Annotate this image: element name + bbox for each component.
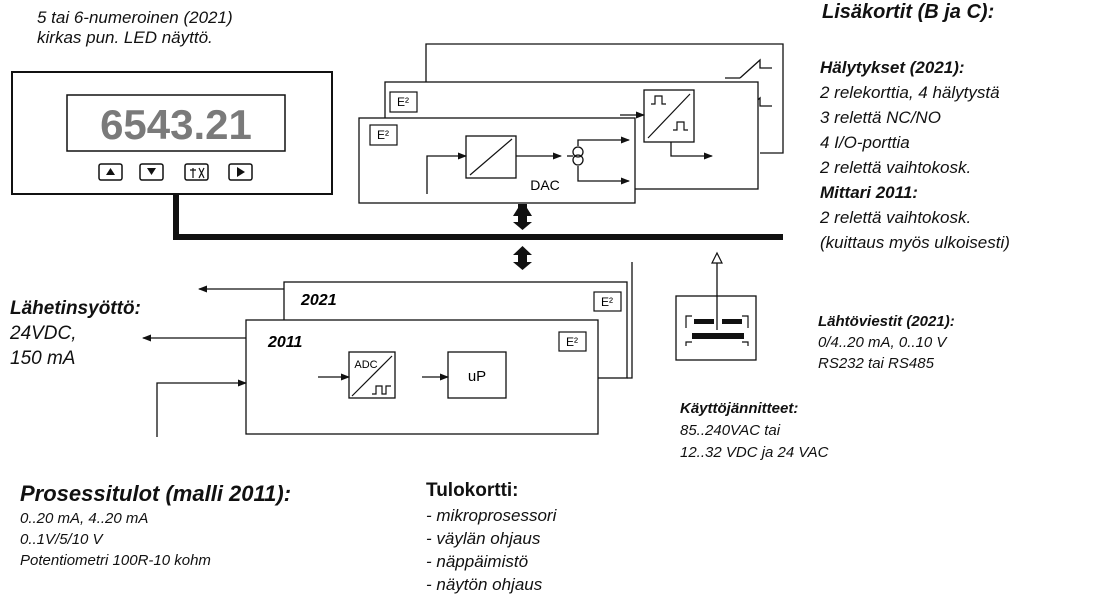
current-source-icon [572,146,584,158]
led-display-window [66,94,286,152]
eeprom-label: E² [397,95,409,109]
adc-label: ADC [354,359,377,371]
eeprom-chip-2011 [558,331,587,352]
right-arrow-icon [237,167,245,177]
input-card-section: Tulokortti: - mikroprosessori - väylän o… [426,478,556,596]
meter-line: (kuittaus myös ulkoisesti) [820,233,1010,252]
up-key[interactable] [98,163,123,181]
card-2011-label: 2011 [267,334,303,351]
alarms-line: 2 relettä vaihtokosk. [820,158,972,177]
power-arrow-icon [711,251,723,264]
output-signals-heading: Lähtöviestit (2021): [818,313,955,330]
eeprom-chip-2021 [593,291,622,312]
input-card-line: - näytön ohjaus [426,575,543,594]
transmitter-supply-heading: Lähetinsyöttö: [10,298,141,319]
alarms-section: Hälytykset (2021): 2 relekorttia, 4 häly… [820,55,1010,255]
pulse-out-icon [673,121,688,131]
mode-symbol-icon [190,167,205,179]
power-supply-block [675,251,757,361]
display-caption: 5 tai 6-numeroinen (2021) kirkas pun. LE… [37,8,233,48]
led-display-value: 6543.21 [100,101,252,148]
operating-voltages-heading: Käyttöjännitteet: [680,400,799,417]
eeprom-label-front: E² [377,128,389,142]
mode-key[interactable] [184,163,209,181]
extra-cards-title: Lisäkortit (B ja C): [822,1,995,23]
operating-voltages-line: 12..32 VDC ja 24 VAC [680,444,829,461]
eeprom-label-2011: E² [566,335,578,349]
alarms-heading: Hälytykset (2021): [820,58,965,77]
right-key[interactable] [228,163,253,181]
pulse-in-icon [651,95,666,105]
main-bus [173,194,783,240]
process-inputs-line: Potentiometri 100R-10 kohm [20,552,211,569]
eeprom-label-2021: E² [601,295,613,309]
down-arrow-icon [147,168,156,175]
process-input-arrow [156,379,247,437]
eeprom-chip [389,91,418,113]
card-2021-label: 2021 [300,292,337,309]
input-card-line: - väylän ohjaus [426,529,541,548]
input-card-line: - mikroprosessori [426,506,557,525]
microprocessor-label: uP [468,368,486,385]
transmitter-supply-line: 150 mA [10,348,76,369]
process-inputs-line: 0..1V/5/10 V [20,531,103,548]
bus-connector-upper [513,204,532,230]
transmitter-supply-line: 24VDC, [10,323,77,344]
process-inputs-heading: Prosessitulot (malli 2011): [20,481,292,506]
transmitter-supply-section: Lähetinsyöttö: 24VDC, 150 mA [10,296,141,371]
dac-label: DAC [530,177,560,193]
meter-heading: Mittari 2011: [820,183,918,202]
eeprom-chip-front [369,124,398,146]
operating-voltages-section: Käyttöjännitteet: 85..240VAC tai 12..32 … [680,398,828,464]
display-panel: 6543.21 [11,71,333,195]
process-inputs-section: Prosessitulot (malli 2011): 0..20 mA, 4.… [20,480,291,571]
card-2011: 2011 E² ADC uP [245,319,599,435]
card-2021-output-line [627,262,633,379]
output-signals-line: RS232 tai RS485 [818,355,934,372]
output-signals-section: Lähtöviestit (2021): 0/4..20 mA, 0..10 V… [818,311,955,374]
alarms-line: 2 relekorttia, 4 hälytystä [820,83,1000,102]
input-card-heading: Tulokortti: [426,480,519,501]
input-card-line: - näppäimistö [426,552,529,571]
adc-block [348,351,396,399]
output-signals-line: 0/4..20 mA, 0..10 V [818,334,947,351]
process-inputs-line: 0..20 mA, 4..20 mA [20,510,149,527]
up-arrow-icon [106,168,115,175]
bus-connector-lower [513,246,532,270]
alarms-line: 4 I/O-porttia [820,133,910,152]
down-key[interactable] [139,163,164,181]
option-card-front: E² DAC [358,117,636,204]
alarms-line: 3 relettä NC/NO [820,108,941,127]
adc-pulse-icon [372,385,391,395]
operating-voltages-line: 85..240VAC tai [680,422,781,439]
meter-line: 2 relettä vaihtokosk. [820,208,972,227]
